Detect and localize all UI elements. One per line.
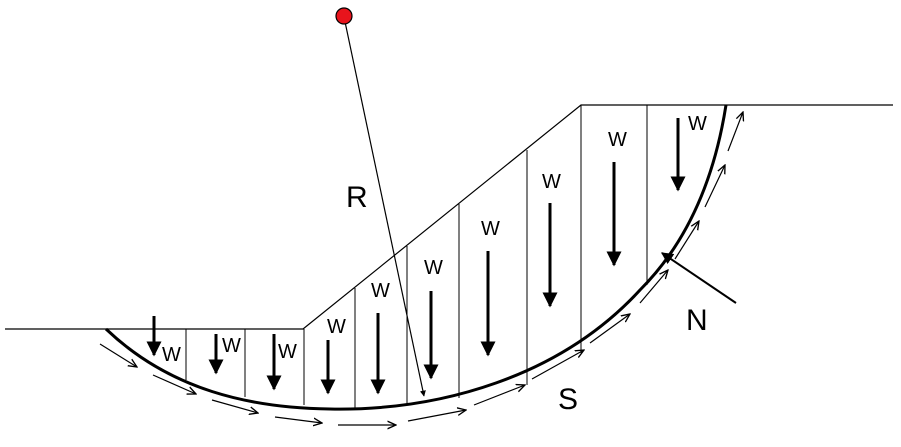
normal-force-label: N bbox=[686, 304, 708, 337]
radius-label: R bbox=[346, 181, 368, 214]
weight-label: W bbox=[542, 171, 561, 193]
radius-line bbox=[343, 16, 426, 397]
ground-surface bbox=[5, 104, 893, 330]
rotation-center-point bbox=[335, 7, 353, 25]
shear-arrow bbox=[531, 350, 584, 380]
shear-label: S bbox=[558, 383, 578, 416]
weight-labels: W W W W W W W W W W bbox=[162, 113, 707, 366]
weight-label: W bbox=[688, 113, 707, 135]
weight-label: W bbox=[608, 129, 627, 151]
weight-label: W bbox=[481, 218, 500, 240]
shear-arrow bbox=[152, 374, 196, 394]
weight-label: W bbox=[371, 280, 390, 302]
shear-arrow bbox=[473, 385, 525, 406]
shear-arrows bbox=[99, 112, 743, 425]
weight-arrows bbox=[146, 118, 686, 395]
shear-arrow bbox=[211, 399, 258, 413]
normal-force-arrow bbox=[661, 252, 737, 304]
weight-label: W bbox=[278, 341, 297, 363]
slice-boundaries bbox=[185, 105, 648, 409]
shear-arrow bbox=[674, 221, 699, 260]
shear-arrow bbox=[274, 416, 322, 423]
weight-label: W bbox=[162, 344, 181, 366]
shear-arrow bbox=[704, 165, 725, 208]
shear-arrow bbox=[727, 112, 743, 152]
shear-arrow bbox=[589, 314, 630, 344]
weight-label: W bbox=[424, 257, 443, 279]
weight-label: W bbox=[222, 335, 241, 357]
shear-arrow bbox=[99, 343, 137, 367]
shear-arrow bbox=[407, 410, 466, 422]
shear-arrow bbox=[639, 270, 668, 304]
weight-label: W bbox=[327, 316, 346, 338]
slip-surface bbox=[104, 104, 728, 411]
